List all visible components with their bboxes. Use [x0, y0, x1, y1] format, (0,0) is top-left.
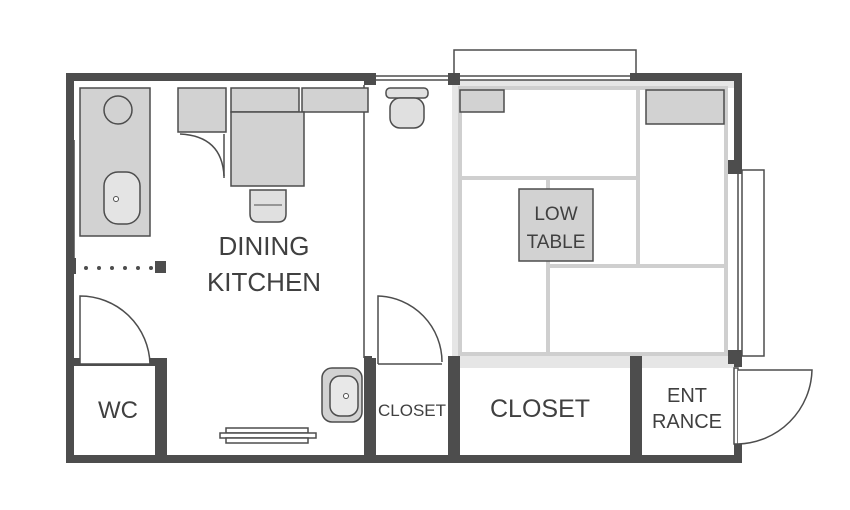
- toilet-top: [385, 87, 429, 129]
- tatami-furniture: [459, 89, 725, 125]
- dining-chair: [249, 189, 287, 223]
- closet-small-label: CLOSET: [378, 401, 446, 420]
- closet-large-label: CLOSET: [490, 395, 590, 423]
- dotted-threshold: [84, 266, 153, 270]
- entrance-door: [733, 367, 739, 445]
- wash-basin: [321, 367, 363, 423]
- low-table: LOW TABLE: [518, 188, 594, 262]
- bath-unit: [79, 87, 151, 237]
- room-labels: DINING KITCHEN WC CLOSET CLOSET ENT RANC…: [98, 231, 722, 433]
- wc-door: [79, 295, 151, 365]
- tatami-room: [452, 80, 737, 368]
- step-mat: [219, 427, 317, 444]
- dining-kitchen-label-line1: DINING: [219, 231, 310, 261]
- doors: [79, 295, 813, 445]
- wc-label: WC: [98, 397, 138, 424]
- low-table-label-line2: TABLE: [527, 232, 586, 253]
- partitions-and-windows: [69, 49, 765, 358]
- closet-door: [377, 295, 443, 364]
- kitchen-counter: [177, 87, 369, 187]
- entrance-label-line1: ENT: [667, 385, 707, 407]
- low-table-label-line1: LOW: [534, 204, 577, 225]
- entrance-label-line2: RANCE: [652, 411, 722, 433]
- dining-kitchen-label-line2: KITCHEN: [207, 267, 321, 297]
